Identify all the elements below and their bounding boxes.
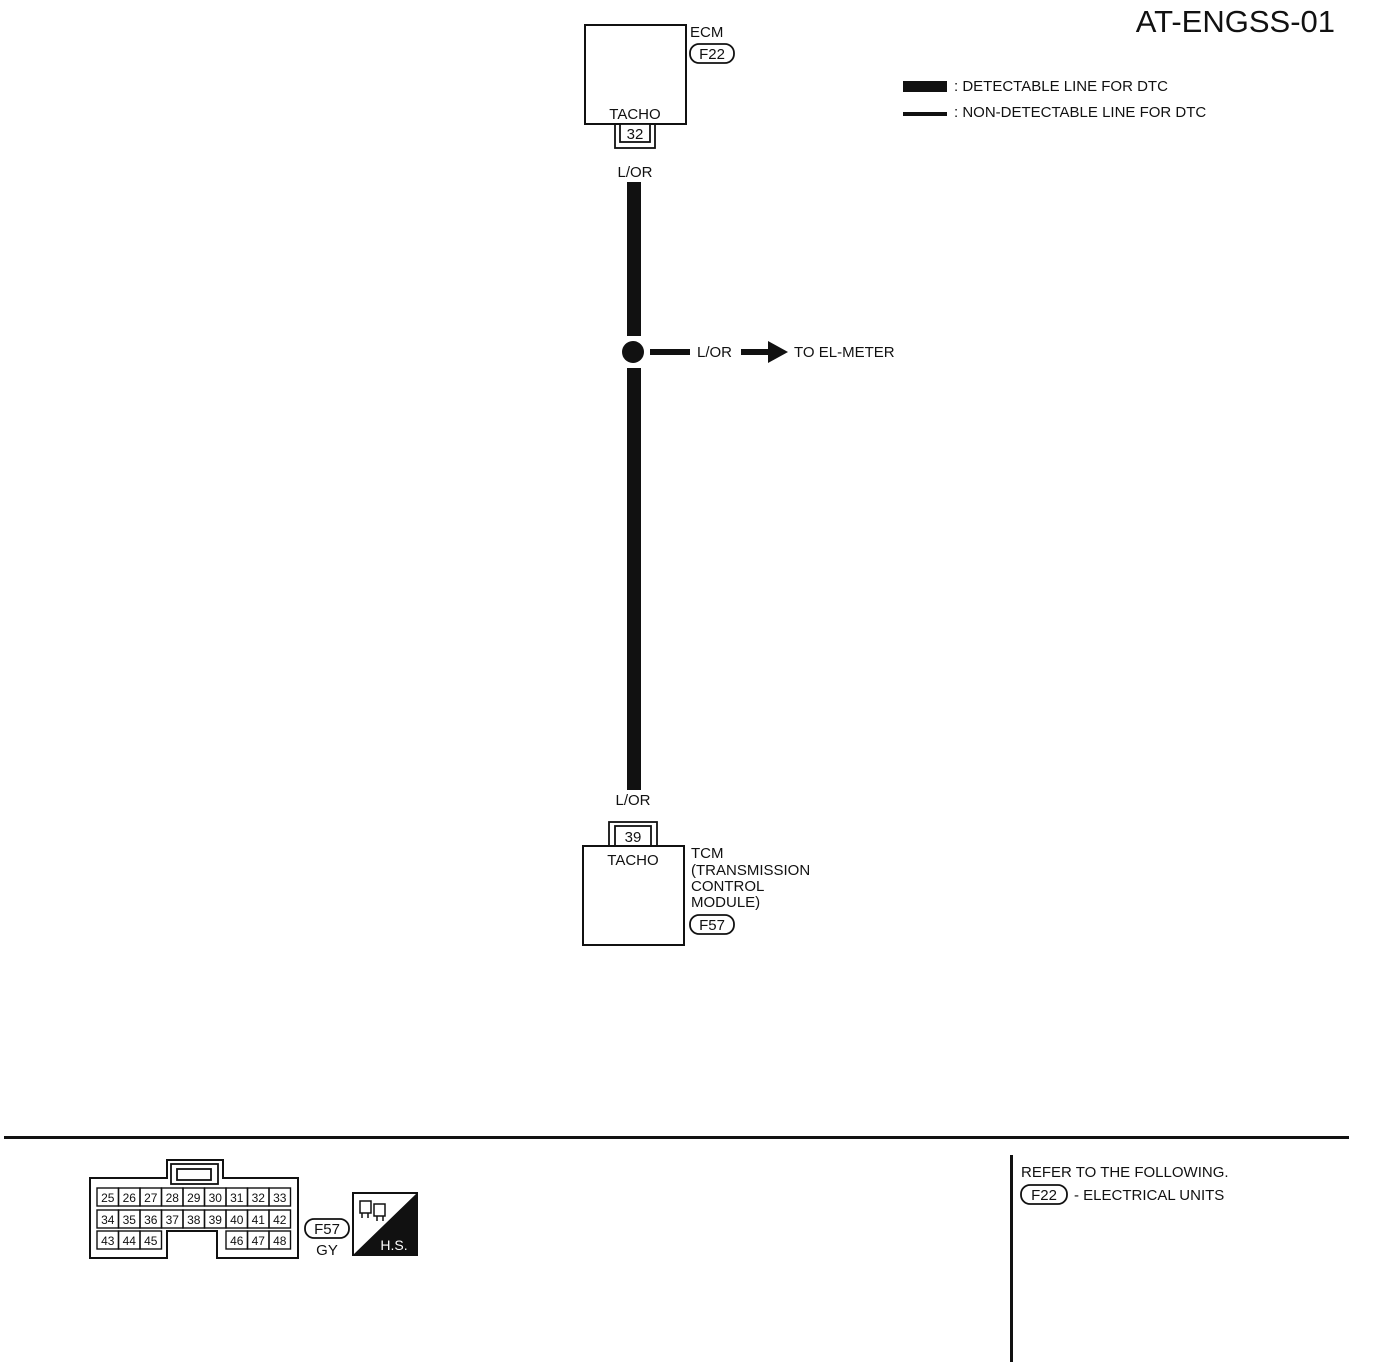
refer-text: - ELECTRICAL UNITS [1074,1187,1224,1204]
connector-pin-grid: 25 26 27 28 29 30 31 32 33 34 35 36 37 38 39 40 41 42 43 44… [96,1187,292,1250]
branch-wire-short [650,349,690,355]
connector-pin-number: 41 [252,1213,266,1227]
connector-pin-number: 47 [252,1234,266,1248]
refer-heading: REFER TO THE FOLLOWING. [1021,1164,1229,1181]
legend-non-detectable-label: : NON-DETECTABLE LINE FOR DTC [954,104,1206,121]
connector-view-label: F57 [314,1221,340,1238]
horizontal-divider [4,1136,1349,1139]
wire-color-top: L/OR [617,164,652,181]
connector-pin-number: 39 [209,1213,223,1227]
connector-pin-number: 37 [166,1213,180,1227]
hs-badge: H.S. [352,1192,418,1256]
refer-connector-badge [1020,1184,1068,1205]
branch-arrow-shaft [741,349,771,355]
connector-pin-cell [268,1209,292,1229]
connector-plug-icon [359,1200,386,1221]
tcm-label-line-3: CONTROL [691,878,764,895]
tcm-label-line-4: MODULE) [691,894,760,911]
diagram-code: AT-ENGSS-01 [1136,4,1335,39]
connector-pin-number: 38 [187,1213,201,1227]
connector-pin-cell [268,1187,292,1207]
tcm-box [582,845,685,946]
tcm-connector-badge [689,914,735,935]
tcm-pin-number: 39 [625,829,642,846]
tcm-label-line-1: TCM [691,845,724,862]
splice-point [622,341,644,363]
connector-pin-number: 31 [230,1191,244,1205]
connector-pin-number: 36 [144,1213,158,1227]
legend-detectable-swatch [903,81,947,92]
tcm-label-line-2: (TRANSMISSION [691,862,810,879]
vertical-divider [1010,1155,1013,1362]
wire-color-bottom: L/OR [615,792,650,809]
connector-pin-number: 35 [123,1213,137,1227]
connector-pin-cell [139,1230,163,1250]
connector-pin-number: 25 [101,1191,115,1205]
refer-connector-label: F22 [1031,1187,1057,1204]
branch-arrow-head [768,341,788,363]
legend-detectable-label: : DETECTABLE LINE FOR DTC [954,78,1168,95]
connector-pin-number: 30 [209,1191,223,1205]
connector-pin-number: 27 [144,1191,158,1205]
connector-latch-outer [170,1163,219,1185]
connector-pin-number: 29 [187,1191,201,1205]
connector-view-badge [304,1218,350,1239]
connector-pin-number: 40 [230,1213,244,1227]
ecm-label: ECM [690,24,723,41]
connector-pin-number: 26 [123,1191,137,1205]
connector-pin-number: 42 [273,1213,287,1227]
hs-badge-fill [353,1193,417,1255]
tcm-unit: 39 TACHO TCM (TRANSMISSION CONTROL MODUL… [582,821,810,946]
ecm-pin-number: 32 [627,126,644,143]
connector-pin-number: 32 [252,1191,266,1205]
connector-pin-cell [268,1230,292,1250]
connector-pin-number: 46 [230,1234,244,1248]
connector-latch-inner [176,1168,212,1181]
connector-view-color: GY [316,1242,338,1259]
tcm-connector-label: F57 [699,917,725,934]
connector-pin-number: 44 [123,1234,137,1248]
wire-segment-bottom [627,368,641,790]
ecm-unit: ECM F22 TACHO 32 [584,24,735,149]
connector-pin-number: 45 [144,1234,158,1248]
connector-pin-number: 34 [101,1213,115,1227]
ecm-connector-label: F22 [699,46,725,63]
connector-pin-number: 28 [166,1191,180,1205]
tcm-terminal-name: TACHO [607,852,658,869]
legend-non-detectable-swatch [903,112,947,116]
connector-face-view: 25 26 27 28 29 30 31 32 33 34 35 36 37 38 39 40 41 42 43 44… [89,1159,350,1259]
branch-wire-color: L/OR [697,344,732,361]
hs-badge-label: H.S. [380,1237,407,1253]
ecm-terminal-name: TACHO [609,106,660,123]
connector-pin-number: 43 [101,1234,115,1248]
ecm-connector-badge [689,43,735,64]
connector-outline [89,1159,299,1259]
connector-pin-number: 48 [273,1234,287,1248]
connector-pin-number: 33 [273,1191,287,1205]
ecm-pin-inner [619,123,651,143]
wire-segment-top [627,182,641,336]
branch-destination: TO EL-METER [794,344,895,361]
legend: : DETECTABLE LINE FOR DTC : NON-DETECTAB… [903,78,1206,121]
